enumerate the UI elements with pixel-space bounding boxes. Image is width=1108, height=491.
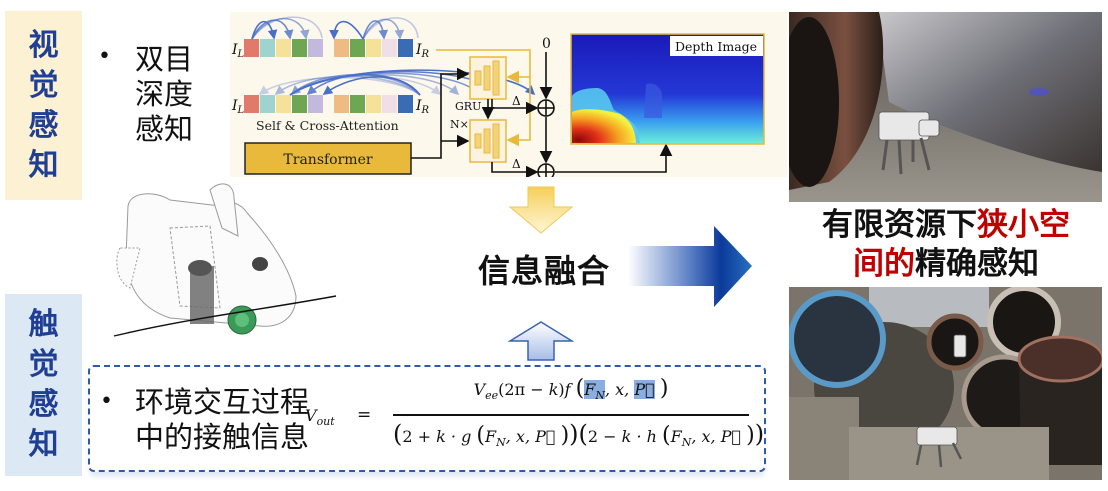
right-image-tokens-row2	[334, 95, 413, 113]
depth-image-label: Depth Image	[675, 39, 757, 54]
visual-description: 双目 深度 感知	[135, 42, 193, 147]
image-token	[398, 39, 413, 57]
image-token	[276, 95, 291, 113]
tactile-to-fusion-arrow	[508, 321, 574, 361]
image-token	[260, 95, 275, 113]
visual-to-fusion-arrow	[508, 186, 574, 234]
image-token	[334, 95, 349, 113]
formula-fraction-bar	[393, 414, 749, 416]
image-token	[308, 95, 323, 113]
right-image-label-row2: IR	[415, 98, 430, 116]
tactile-description-line: 环境交互过程	[135, 385, 310, 419]
tactile-bullet: •	[100, 389, 113, 414]
visual-label-char: 知	[28, 147, 59, 183]
left-image-label-row2: IL	[231, 98, 245, 116]
gru-label: GRU	[455, 100, 481, 113]
image-token	[276, 39, 291, 57]
contact-voltage-formula: Vout = Vee(2π − k)f (FN, x, P⃗ ) (2 + k …	[305, 372, 765, 472]
caption-emphasis-text: 间的	[853, 246, 915, 282]
iterations-label: N×	[450, 118, 469, 131]
delta-label-2: Δ	[512, 157, 521, 171]
robot-eye	[252, 257, 268, 271]
formula-denominator: (2 + k · g (FN, x, P⃗ ))(2 − k · h (FN, …	[393, 420, 765, 450]
zero-init-label: 0	[542, 36, 551, 52]
robot-dog	[878, 111, 940, 175]
depth-image: Depth Image	[570, 33, 765, 145]
self-attention-arcs	[251, 16, 419, 40]
diagram-canvas: IL IR IL IR Self & Cross-Attention Trans…	[231, 16, 765, 181]
image-token	[398, 95, 413, 113]
image-token	[292, 39, 307, 57]
visual-description-line: 深度	[135, 77, 194, 111]
robot-among-pipes-photo	[789, 287, 1102, 480]
formula-numerator: Vee(2π − k)f (FN, x, P⃗ )	[473, 376, 669, 403]
stereo-depth-network-diagram: IL IR IL IR Self & Cross-Attention Trans…	[230, 12, 787, 181]
information-fusion-label: 信息融合	[478, 252, 611, 290]
right-image-label-row1: IR	[415, 42, 430, 60]
visual-description-line: 感知	[135, 112, 194, 146]
formula-equals: =	[357, 405, 372, 425]
tactile-description-line: 中的接触信息	[135, 420, 310, 454]
result-caption-line-1: 有限资源下狭小空	[788, 206, 1104, 245]
robot-dog-small	[915, 334, 967, 468]
transformer-label: Transformer	[283, 152, 372, 168]
caption-normal-text: 精确感知	[915, 246, 1039, 282]
fusion-to-result-arrow	[628, 226, 752, 307]
left-image-tokens-row1	[244, 39, 323, 57]
tactile-label-char: 觉	[28, 347, 59, 382]
tactile-description: 环境交互过程 中的接触信息	[135, 385, 309, 455]
visual-bullet: •	[98, 44, 111, 69]
image-token	[244, 95, 259, 113]
visual-label-char: 觉	[28, 67, 59, 103]
image-token	[382, 95, 397, 113]
gru-block-2	[469, 119, 507, 163]
image-token	[244, 39, 259, 57]
delta-label-1: Δ	[512, 94, 521, 108]
tactile-label-char: 知	[28, 427, 59, 462]
visual-label-char: 感	[28, 107, 59, 143]
tactile-robot-head-drawing	[110, 178, 370, 338]
visual-description-line: 双目	[135, 42, 194, 76]
robot-between-pipes-photo	[789, 12, 1102, 202]
image-token	[350, 39, 365, 57]
tactile-label-char: 感	[28, 387, 59, 422]
visual-label-char: 视	[28, 27, 59, 63]
caption-normal-text: 有限资源下	[822, 207, 977, 243]
caption-emphasis-text: 狭小空	[977, 207, 1070, 243]
tactile-perception-label: 触 觉 感 知	[5, 294, 82, 476]
left-image-label-row1: IL	[231, 42, 245, 60]
image-token	[366, 95, 381, 113]
image-token	[260, 39, 275, 57]
image-token	[308, 39, 323, 57]
formula-lhs: Vout	[305, 406, 335, 429]
image-token	[292, 95, 307, 113]
image-token	[350, 95, 365, 113]
gru-block-1	[469, 56, 507, 100]
result-caption-line-2: 间的精确感知	[788, 245, 1104, 284]
right-image-tokens-row1	[334, 39, 413, 57]
result-caption: 有限资源下狭小空 间的精确感知	[788, 206, 1104, 284]
tactile-label-char: 触	[28, 307, 59, 342]
attention-label: Self & Cross-Attention	[256, 118, 399, 133]
image-token	[366, 39, 381, 57]
image-token	[382, 39, 397, 57]
image-token	[334, 39, 349, 57]
contact-wire	[113, 295, 337, 337]
left-image-tokens-row2	[244, 95, 323, 113]
visual-perception-label: 视 觉 感 知	[5, 11, 82, 200]
